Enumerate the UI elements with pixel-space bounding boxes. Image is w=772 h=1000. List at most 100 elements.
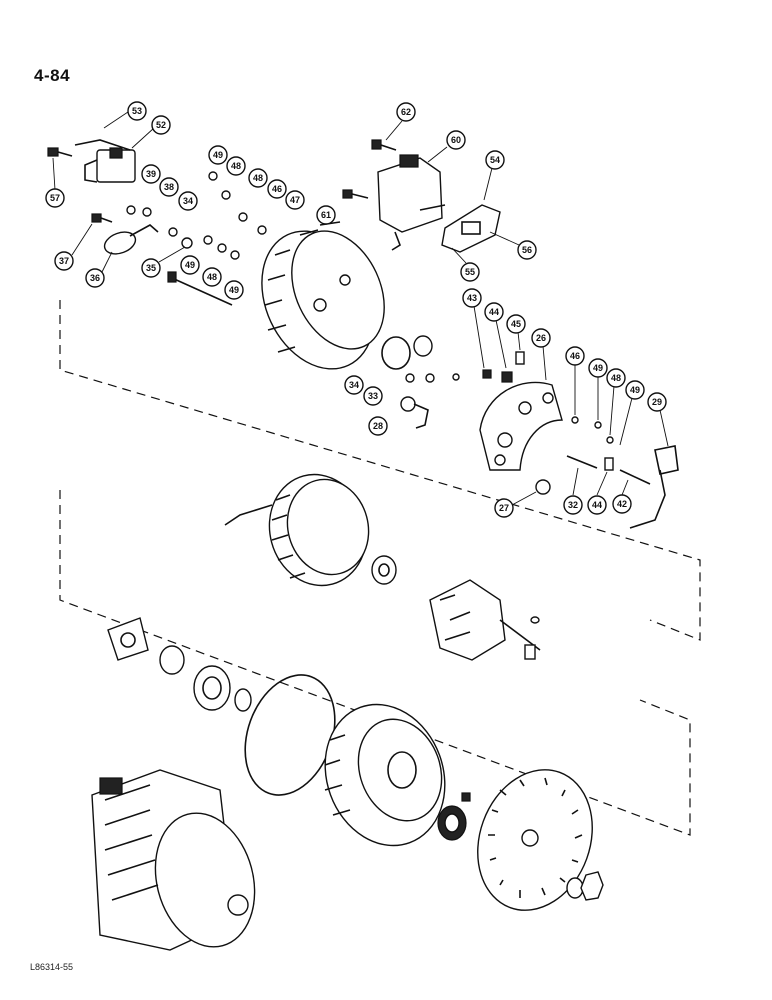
washers-nuts (126, 171, 267, 260)
screw-37 (91, 213, 113, 223)
seal (437, 805, 467, 841)
brush-holder-56 (441, 204, 501, 253)
bolts-and-connector (535, 416, 679, 529)
callout-57: 57 (45, 157, 65, 208)
svg-text:48: 48 (231, 161, 241, 171)
svg-text:37: 37 (59, 256, 69, 266)
callout-49-a: 49 (208, 145, 228, 165)
cap-screw-57 (47, 147, 73, 157)
callout-43: 43 (462, 288, 485, 369)
svg-text:52: 52 (156, 120, 166, 130)
svg-text:57: 57 (50, 193, 60, 203)
small-bolt (461, 792, 471, 802)
gasket-plate (107, 617, 149, 661)
callout-33: 33 (363, 386, 383, 406)
screw-61 (342, 189, 369, 199)
svg-text:49: 49 (630, 385, 640, 395)
callout-38: 38 (159, 177, 179, 197)
svg-text:35: 35 (146, 263, 156, 273)
svg-text:55: 55 (465, 267, 475, 277)
svg-text:34: 34 (183, 196, 193, 206)
svg-text:47: 47 (290, 195, 300, 205)
rotor (429, 579, 541, 661)
plug (413, 335, 433, 357)
callout-48-a: 48 (226, 156, 246, 176)
drawing-code: L86314-55 (30, 962, 74, 972)
page-number: 4-84 (34, 66, 71, 85)
svg-text:56: 56 (522, 245, 532, 255)
svg-text:49: 49 (213, 150, 223, 160)
callout-46-a: 46 (267, 179, 287, 199)
assembled-alternator (91, 769, 256, 951)
callout-55: 55 (451, 247, 480, 282)
callout-26: 26 (531, 328, 551, 381)
svg-text:28: 28 (373, 421, 383, 431)
stator (224, 473, 370, 587)
svg-text:44: 44 (489, 307, 499, 317)
svg-text:45: 45 (511, 319, 521, 329)
callout-47: 47 (285, 190, 305, 210)
callout-35: 35 (141, 246, 186, 278)
svg-text:49: 49 (593, 363, 603, 373)
bearing-slip-ring (371, 555, 397, 585)
terminal-28 (400, 396, 429, 429)
svg-text:42: 42 (617, 499, 627, 509)
svg-text:46: 46 (570, 351, 580, 361)
callout-44-a: 44 (484, 302, 507, 369)
bearing-drive-end (193, 665, 231, 711)
svg-text:43: 43 (467, 293, 477, 303)
svg-text:48: 48 (253, 173, 263, 183)
svg-text:46: 46 (272, 184, 282, 194)
svg-text:62: 62 (401, 107, 411, 117)
svg-text:49: 49 (185, 260, 195, 270)
small-spacer (234, 688, 252, 712)
callout-42: 42 (612, 479, 632, 514)
callout-29: 29 (647, 392, 669, 447)
callout-62: 62 (385, 102, 416, 141)
callout-56: 56 (489, 231, 537, 260)
svg-text:33: 33 (368, 391, 378, 401)
regulator-60 (371, 139, 446, 251)
callout-48-b: 48 (202, 267, 222, 287)
fan (477, 769, 593, 911)
spacer (159, 645, 185, 675)
callout-54: 54 (483, 150, 505, 201)
callout-39: 39 (141, 164, 161, 184)
callout-37: 37 (54, 223, 93, 271)
callout-49-c: 49 (224, 280, 244, 300)
callout-48-d: 48 (606, 368, 626, 436)
svg-text:53: 53 (132, 106, 142, 116)
svg-text:44: 44 (592, 500, 602, 510)
svg-text:61: 61 (321, 210, 331, 220)
callout-52: 52 (131, 115, 171, 149)
callout-34-upper: 34 (178, 191, 198, 211)
svg-text:38: 38 (164, 182, 174, 192)
callout-45: 45 (506, 314, 526, 351)
callout-36: 36 (85, 251, 113, 288)
callout-48-c: 48 (248, 168, 268, 188)
capacitor-36 (103, 224, 159, 255)
callout-34-lower: 34 (344, 375, 364, 395)
through-bolt (167, 271, 233, 306)
callout-53: 53 (103, 101, 147, 129)
svg-text:48: 48 (611, 373, 621, 383)
washer-and-nut (566, 871, 604, 901)
o-ring (381, 336, 411, 370)
callout-49-b: 49 (180, 255, 200, 275)
svg-text:39: 39 (146, 169, 156, 179)
callout-49-e: 49 (619, 380, 645, 446)
svg-text:54: 54 (490, 155, 500, 165)
svg-text:34: 34 (349, 380, 359, 390)
svg-text:26: 26 (536, 333, 546, 343)
callout-32: 32 (563, 467, 583, 515)
callout-46-b: 46 (565, 346, 585, 415)
callout-28: 28 (368, 416, 388, 436)
assembly-guide-upper (59, 300, 701, 641)
rectifier-bridge (479, 351, 563, 471)
svg-text:36: 36 (90, 273, 100, 283)
callout-60: 60 (427, 130, 466, 163)
callout-49-d: 49 (588, 358, 608, 420)
svg-text:60: 60 (451, 135, 461, 145)
regulator-part (74, 139, 136, 183)
